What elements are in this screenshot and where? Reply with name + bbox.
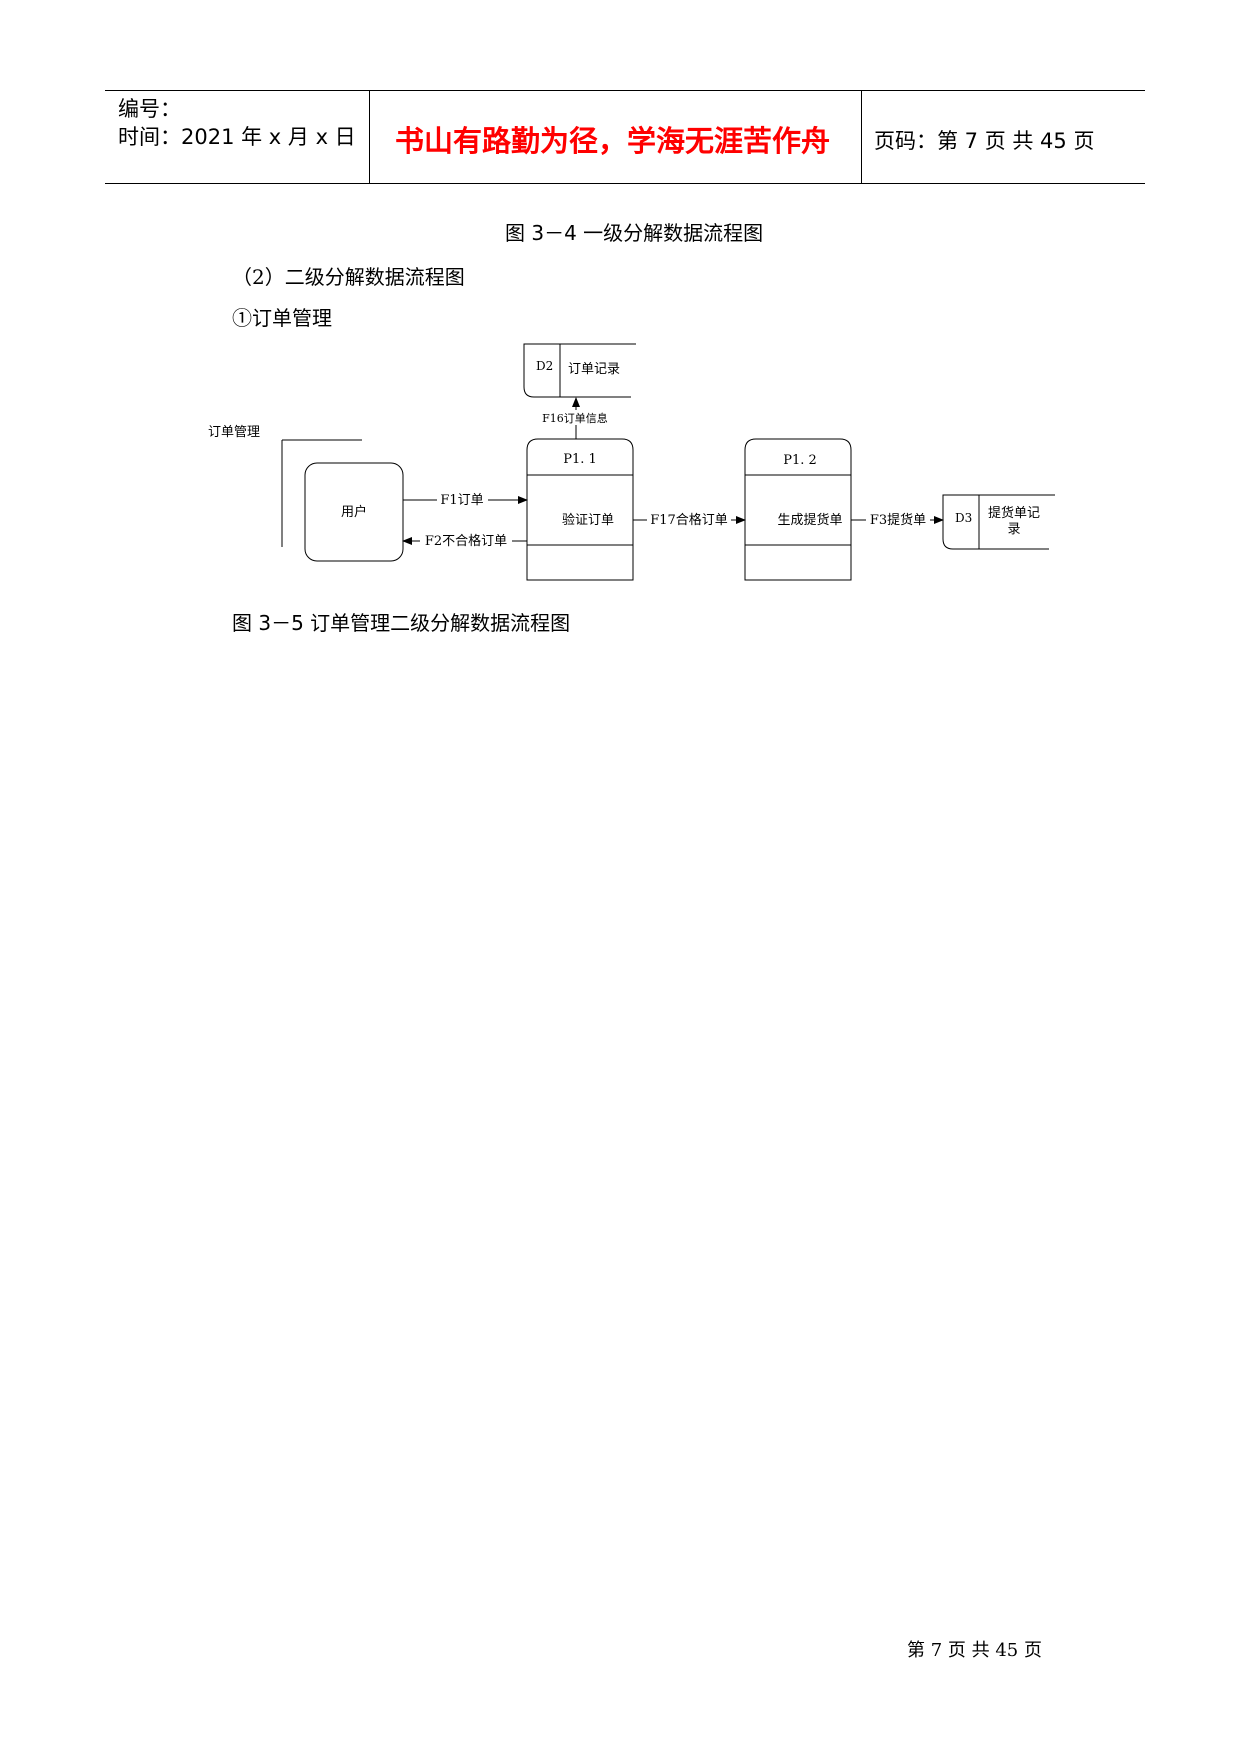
process-p1-1-name: 验证订单 [562,512,614,528]
process-p1-2-name: 生成提货单 [777,512,842,528]
data-store-d3-id: D3 [955,511,972,525]
figure-caption: 图 3－5 订单管理二级分解数据流程图 [232,611,571,635]
data-store-d3-name-line2: 录 [1007,522,1020,537]
flow-f2-label: F2不合格订单 [425,533,507,549]
page-footer: 第 7 页 共 45 页 [907,1640,1042,1661]
page-number-label: 页码：第 7 页 共 45 页 [874,129,1095,153]
flow-f1-label: F1订单 [440,493,483,508]
flow-f16-label: F16订单信息 [542,411,608,425]
data-store-d3-name-line1: 提货单记 [988,505,1040,521]
header-top-border [105,90,1145,91]
flow-f17-label: F17合格订单 [650,512,728,528]
user-entity-box [304,462,404,562]
motto: 书山有路勤为径，学海无涯苦作舟 [395,124,831,158]
boundary-bracket [281,439,362,547]
doc-time-label: 时间：2021 年 x 月 x 日 [118,125,356,149]
user-entity-label: 用户 [341,504,367,520]
header-divider-left [369,90,370,184]
header-divider-right [861,90,862,184]
doc-number-label: 编号： [118,97,181,121]
data-store-d2-id: D2 [536,359,553,373]
boundary-label: 订单管理 [208,425,260,440]
previous-figure-caption: 图 3－4 一级分解数据流程图 [505,221,764,245]
data-store-d2-name: 订单记录 [568,362,620,377]
process-p1-2-id: P1. 2 [783,453,817,468]
data-store-d3 [942,494,1055,550]
order-management-dfd: 订单管理 用户 D2 订单记录 P1. 1 验证订单 P1. 2 生成提货单 D… [208,343,1055,581]
header-bottom-border [105,183,1145,184]
subsection-heading: ①订单管理 [232,306,332,330]
section-heading: （2）二级分解数据流程图 [232,265,465,289]
process-p1-1-id: P1. 1 [563,452,597,467]
flow-f3-label: F3提货单 [870,512,926,528]
data-store-d2 [523,343,636,398]
